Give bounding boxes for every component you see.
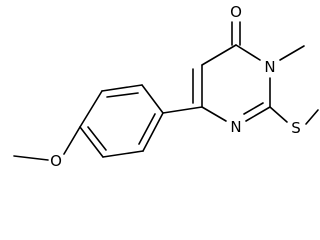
- atom-sulfur: S: [291, 119, 301, 137]
- atom-oxygen-carbonyl: O: [230, 3, 242, 21]
- bond-ph-4-5: [79, 126, 104, 158]
- bond-n1-c2: [245, 106, 271, 122]
- bond-c6-n1: [201, 106, 227, 122]
- atom-oxygen-methoxy: O: [50, 152, 62, 170]
- molecule-structure: O N N S O: [13, 3, 319, 170]
- bond-ph-inner-a: [106, 92, 139, 98]
- phenyl-ring: [79, 84, 164, 158]
- bond-ph-inner-c: [138, 113, 156, 145]
- bond-n3-methyl: [279, 45, 305, 61]
- carbonyl-group: [231, 21, 241, 46]
- methylthio-group: [269, 106, 319, 125]
- bond-ph-1-2: [141, 84, 164, 114]
- bond-c2-s: [269, 106, 288, 123]
- bond-ph-2-3: [101, 84, 143, 92]
- bond-s-methyl: [305, 109, 319, 125]
- bond-ph-inner-b: [87, 126, 107, 151]
- bond-o-methyl: [13, 155, 49, 161]
- bond-ph-6-1: [142, 112, 164, 152]
- methoxy-group: [13, 126, 81, 161]
- bond-c6-phenyl: [162, 106, 203, 114]
- bond-c4-c5: [201, 44, 237, 66]
- bond-n3-c4: [235, 44, 261, 61]
- pyrimidinone-ring: [192, 44, 271, 122]
- bond-n1-c2-inner: [243, 102, 264, 115]
- bond-ph-3-4: [79, 90, 103, 128]
- atom-nitrogen-1: N: [230, 118, 241, 136]
- atom-nitrogen-3: N: [264, 58, 275, 76]
- bond-ph-5-6: [102, 150, 144, 158]
- bond-ph-o: [63, 126, 81, 155]
